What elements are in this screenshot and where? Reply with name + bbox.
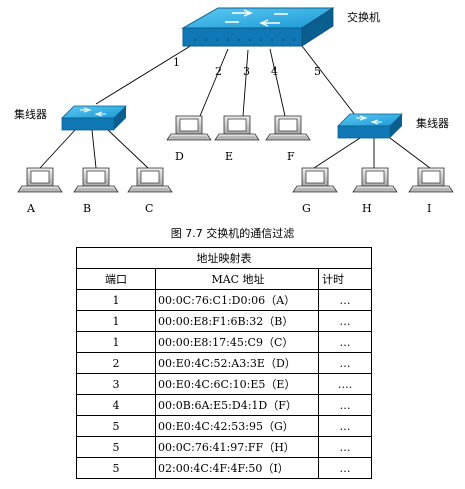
right-hub-label: 集线器: [416, 116, 449, 130]
computer-b: [73, 167, 119, 193]
cell-timer: …: [318, 352, 372, 374]
host-label-d: D: [175, 150, 184, 163]
cell-port: 4: [76, 394, 156, 416]
cell-timer: …: [318, 331, 372, 353]
network-diagram: 交换机 1 2 3 4 5 集线器 集线器 D E F A B C G H I: [14, 7, 454, 215]
central-switch-label: 交换机: [347, 10, 380, 24]
port-label-5: 5: [314, 65, 321, 78]
host-label-i: I: [427, 202, 431, 215]
computer-d: [166, 115, 212, 141]
cell-port: 1: [76, 310, 156, 332]
cell-timer: …: [318, 436, 372, 458]
computer-i: [408, 167, 454, 193]
computer-c: [127, 167, 173, 193]
cell-mac: 00:E0:4C:6C:10:E5（E）: [155, 373, 319, 395]
host-label-h: H: [362, 202, 372, 215]
computer-h: [352, 167, 398, 193]
port-label-2: 2: [215, 65, 222, 78]
host-label-e: E: [225, 150, 233, 163]
cell-timer: …: [318, 415, 372, 437]
cell-mac: 00:00:E8:17:45:C9（C）: [155, 331, 319, 353]
header-mac: MAC 地址: [155, 268, 319, 290]
cell-mac: 00:0C:76:41:97:FF（H）: [155, 436, 319, 458]
right-hub: [337, 113, 403, 139]
cell-timer: …: [318, 457, 372, 479]
host-label-c: C: [145, 202, 153, 215]
computer-g: [292, 167, 338, 193]
cell-mac: 00:E0:4C:42:53:95（G）: [155, 415, 319, 437]
figure-caption: 图 7.7 交换机的通信过滤: [170, 227, 295, 240]
port-label-4: 4: [271, 65, 278, 78]
host-label-g: G: [302, 202, 311, 215]
network-links: [39, 44, 431, 169]
cell-port: 1: [76, 331, 156, 353]
header-port: 端口: [76, 268, 156, 290]
host-label-b: B: [83, 202, 91, 215]
cell-timer: …: [318, 289, 372, 311]
port-label-3: 3: [243, 65, 250, 78]
cell-port: 5: [76, 415, 156, 437]
host-label-f: F: [287, 150, 295, 163]
cell-port: 2: [76, 352, 156, 374]
table-title: 地址映射表: [76, 247, 372, 269]
cell-mac: 00:0B:6A:E5:D4:1D（F）: [155, 394, 319, 416]
cell-port: 5: [76, 436, 156, 458]
cell-timer: ….: [318, 373, 372, 395]
cell-timer: …: [318, 310, 372, 332]
left-hub: [61, 105, 127, 131]
cell-port: 5: [76, 457, 156, 479]
cell-mac: 00:E0:4C:52:A3:3E（D）: [155, 352, 319, 374]
host-label-a: A: [26, 202, 36, 215]
computer-e: [214, 115, 260, 141]
cell-mac: 00:0C:76:C1:D0:06（A）: [155, 289, 319, 311]
computer-a: [17, 167, 63, 193]
cell-timer: …: [318, 394, 372, 416]
header-timer: 计时: [318, 268, 372, 290]
cell-mac: 00:00:E8:F1:6B:32（B）: [155, 310, 319, 332]
computer-f: [265, 115, 311, 141]
port-label-1: 1: [173, 56, 180, 69]
cell-mac: 02:00:4C:4F:4F:50（I）: [155, 457, 319, 479]
left-hub-label: 集线器: [14, 107, 47, 121]
central-switch: [181, 7, 335, 47]
cell-port: 1: [76, 289, 156, 311]
cell-port: 3: [76, 373, 156, 395]
